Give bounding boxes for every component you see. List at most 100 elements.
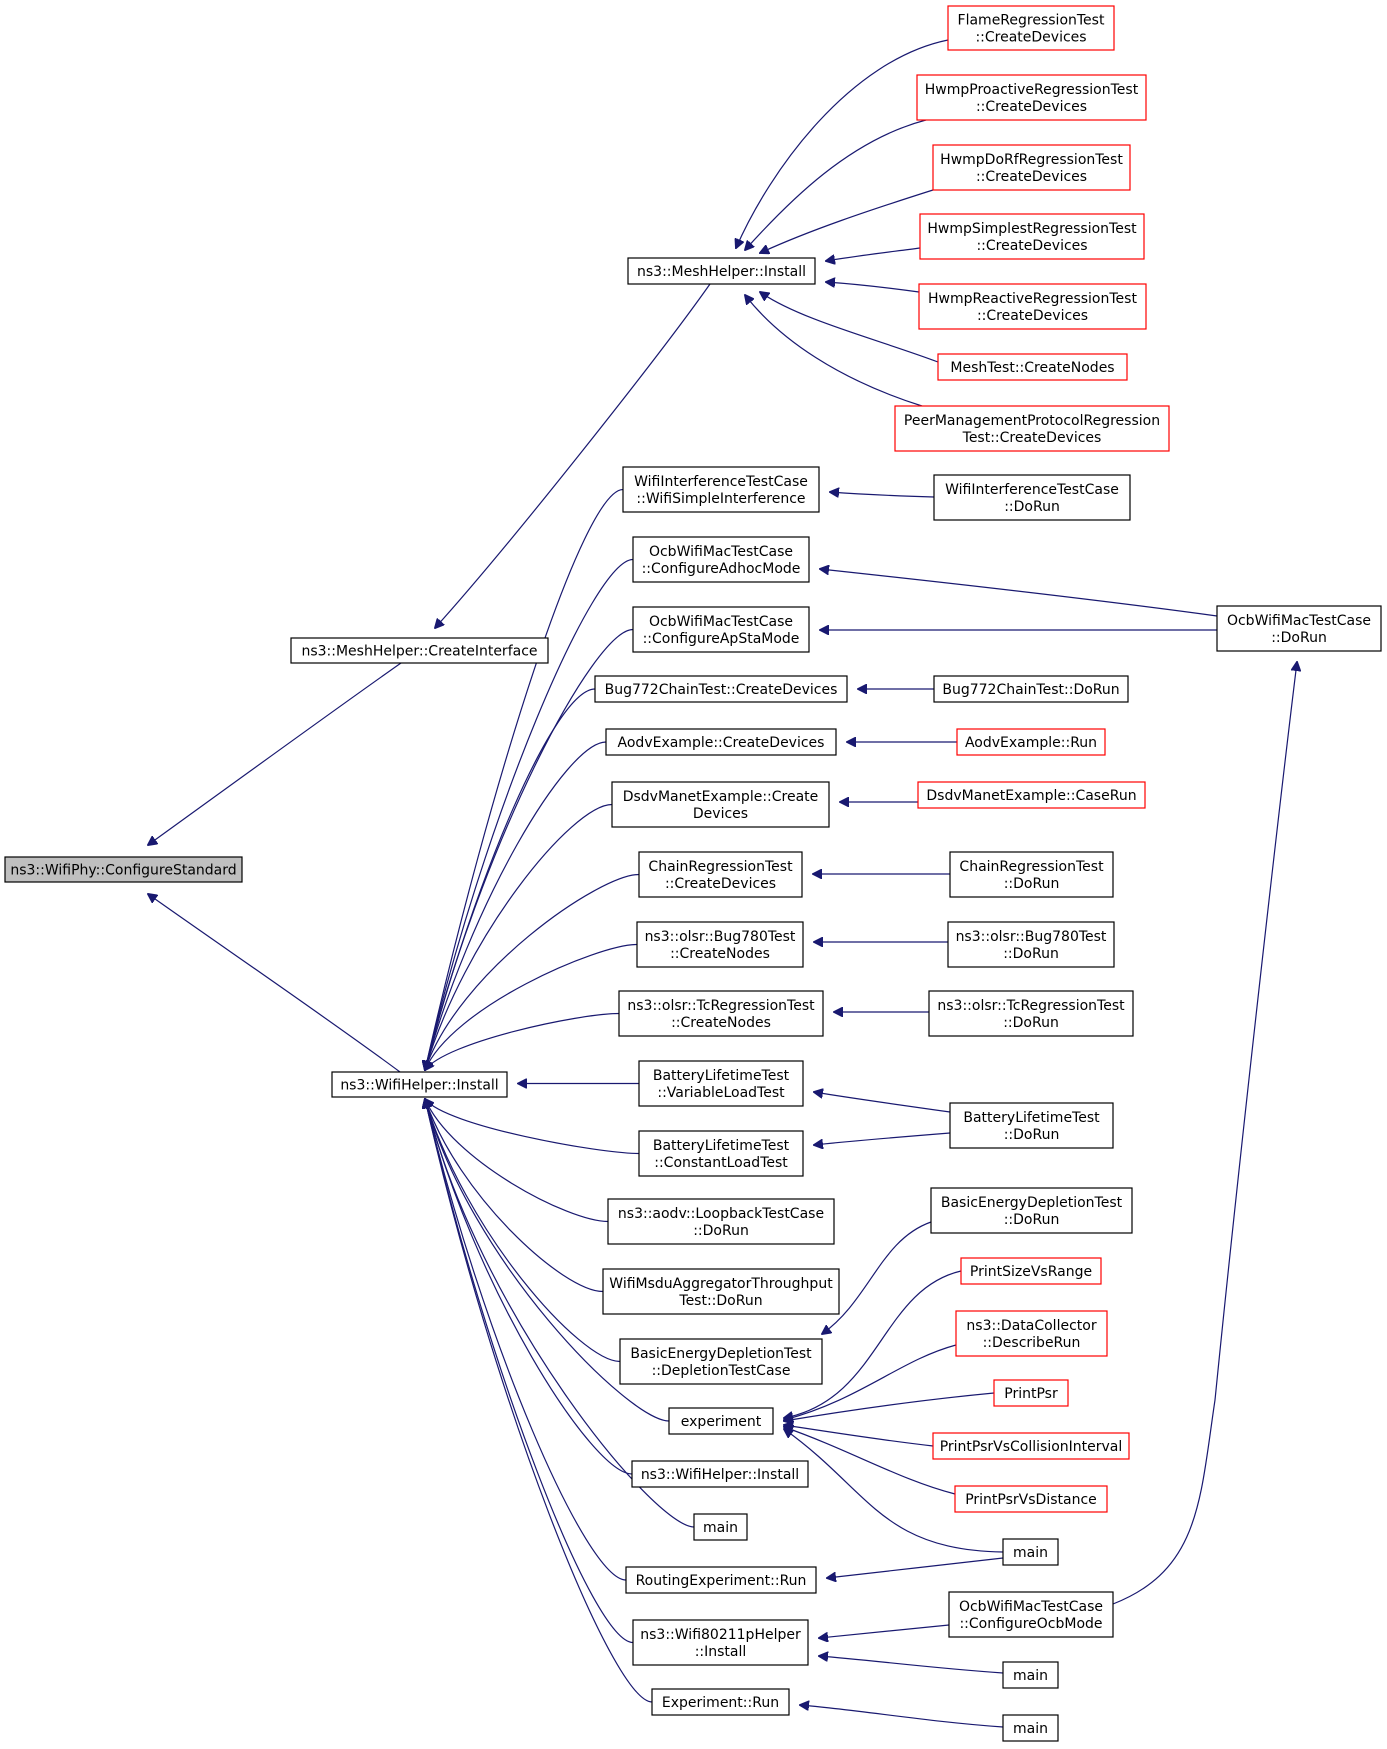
edge-chain_cd-to-wh_inst <box>425 873 640 1071</box>
node-label: ::DoRun <box>1004 876 1060 892</box>
node-dc_dr[interactable]: ns3::DataCollector::DescribeRun <box>955 1310 1108 1357</box>
edge-main_r3-to-exp_run <box>800 1705 1004 1728</box>
node-label: ::DescribeRun <box>983 1335 1081 1351</box>
node-ppsr_d[interactable]: PrintPsrVsDistance <box>954 1485 1108 1513</box>
node-hwmp_pro[interactable]: HwmpProactiveRegressionTest::CreateDevic… <box>916 74 1147 121</box>
node-bedt_dtc[interactable]: BasicEnergyDepletionTest::DepletionTestC… <box>619 1338 823 1385</box>
node-dsdv_caserun[interactable]: DsdvManetExample::CaseRun <box>917 781 1146 809</box>
node-box <box>625 1566 817 1594</box>
node-ocb_adhoc[interactable]: OcbWifiMacTestCase::ConfigureAdhocMode <box>632 536 810 583</box>
edge-routing_run-to-wh_inst <box>425 1099 627 1581</box>
node-main_r2[interactable]: main <box>1002 1661 1059 1689</box>
node-label: ChainRegressionTest <box>648 859 793 875</box>
node-label: MeshTest::CreateNodes <box>950 360 1114 376</box>
node-label: PrintPsrVsCollisionInterval <box>940 1439 1123 1455</box>
node-box <box>668 1407 774 1435</box>
node-label: main <box>1013 1668 1048 1684</box>
node-box <box>916 74 1147 121</box>
node-ppsr[interactable]: PrintPsr <box>993 1379 1069 1407</box>
node-label: ::WifiSimpleInterference <box>636 491 805 507</box>
node-label: OcbWifiMacTestCase <box>649 614 793 630</box>
edge-aodv_loop-to-wh_inst <box>425 1099 609 1223</box>
node-label: ::DoRun <box>1271 630 1327 646</box>
node-hwmp_dorf[interactable]: HwmpDoRfRegressionTest::CreateDevices <box>932 144 1131 191</box>
node-bedt_dorun[interactable]: BasicEnergyDepletionTest::DoRun <box>930 1187 1133 1234</box>
node-label: ChainRegressionTest <box>959 859 1104 875</box>
node-label: ::DoRun <box>693 1223 749 1239</box>
node-hwmp_simp[interactable]: HwmpSimplestRegressionTest::CreateDevice… <box>919 213 1145 260</box>
node-mh_inst[interactable]: ns3::MeshHelper::Install <box>627 257 816 285</box>
edge-hwmp_simp-to-mh_inst <box>826 247 921 261</box>
node-batt_var[interactable]: BatteryLifetimeTest::VariableLoadTest <box>638 1060 804 1107</box>
node-bug772_cd[interactable]: Bug772ChainTest::CreateDevices <box>594 675 848 703</box>
node-label: main <box>1013 1721 1048 1737</box>
node-label: Bug772ChainTest::DoRun <box>942 682 1119 698</box>
node-box <box>949 1102 1114 1149</box>
node-exp_run[interactable]: Experiment::Run <box>651 1688 790 1716</box>
node-bug780_cn[interactable]: ns3::olsr::Bug780Test::CreateNodes <box>636 921 804 968</box>
node-label: Test::CreateDevices <box>962 430 1102 446</box>
node-label: ::CreateNodes <box>671 1015 771 1031</box>
node-main_r1[interactable]: main <box>1002 1538 1059 1566</box>
node-w80211p[interactable]: ns3::Wifi80211pHelper::Install <box>632 1619 809 1666</box>
node-box <box>947 5 1115 51</box>
node-experiment[interactable]: experiment <box>668 1407 774 1435</box>
node-box <box>622 466 820 513</box>
node-wh_inst[interactable]: ns3::WifiHelper::Install <box>331 1071 508 1098</box>
edge-flame-to-mh_inst <box>736 39 949 248</box>
node-aodv_run[interactable]: AodvExample::Run <box>956 728 1106 756</box>
edge-psvr-to-experiment <box>784 1270 962 1418</box>
node-ocb_dorun[interactable]: OcbWifiMacTestCase::DoRun <box>1216 605 1382 652</box>
node-box <box>594 675 848 703</box>
node-mesh_cn[interactable]: MeshTest::CreateNodes <box>937 353 1128 381</box>
node-batt_dorun[interactable]: BatteryLifetimeTest::DoRun <box>949 1102 1114 1149</box>
node-box <box>954 1485 1108 1513</box>
node-label: PeerManagementProtocolRegression <box>904 413 1160 429</box>
node-peer_mgmt[interactable]: PeerManagementProtocolRegressionTest::Cr… <box>894 405 1170 452</box>
edge-main_r1-to-experiment <box>784 1429 1004 1553</box>
node-wifi_int_dorun[interactable]: WifiInterferenceTestCase::DoRun <box>933 474 1131 521</box>
node-chain_cd[interactable]: ChainRegressionTest::CreateDevices <box>638 851 803 898</box>
node-box <box>607 1198 835 1245</box>
node-root[interactable]: ns3::WifiPhy::ConfigureStandard <box>4 856 243 883</box>
node-ppsr_ci[interactable]: PrintPsrVsCollisionInterval <box>932 1432 1130 1460</box>
node-batt_const[interactable]: BatteryLifetimeTest::ConstantLoadTest <box>638 1130 804 1177</box>
node-bug780_dorun[interactable]: ns3::olsr::Bug780Test::DoRun <box>947 921 1115 968</box>
edge-tc_cn-to-wh_inst <box>425 1012 620 1071</box>
node-dsdv_cd[interactable]: DsdvManetExample::CreateDevices <box>611 781 830 828</box>
edge-ocb_adhoc-to-wh_inst <box>425 558 634 1071</box>
node-mh_ci[interactable]: ns3::MeshHelper::CreateInterface <box>290 637 549 664</box>
node-label: OcbWifiMacTestCase <box>959 1599 1103 1615</box>
node-aodv_cd[interactable]: AodvExample::CreateDevices <box>605 728 837 756</box>
node-routing_run[interactable]: RoutingExperiment::Run <box>625 1566 817 1594</box>
node-chain_dorun[interactable]: ChainRegressionTest::DoRun <box>949 851 1114 898</box>
node-box <box>1002 1714 1059 1742</box>
node-psvr[interactable]: PrintSizeVsRange <box>960 1257 1102 1285</box>
node-bug772_dorun[interactable]: Bug772ChainTest::DoRun <box>933 675 1129 703</box>
node-main_mid[interactable]: main <box>693 1513 748 1541</box>
node-hwmp_react[interactable]: HwmpReactiveRegressionTest::CreateDevice… <box>918 283 1147 330</box>
node-wifi_int_si[interactable]: WifiInterferenceTestCase::WifiSimpleInte… <box>622 466 820 513</box>
node-flame[interactable]: FlameRegressionTest::CreateDevices <box>947 5 1115 51</box>
edge-peer_mgmt-to-mh_inst <box>745 295 923 407</box>
edge-exp_run-to-wh_inst <box>425 1099 653 1703</box>
node-box <box>894 405 1170 452</box>
node-label: ns3::WifiHelper::Install <box>641 1467 799 1483</box>
node-tc_cn[interactable]: ns3::olsr::TcRegressionTest::CreateNodes <box>618 990 824 1037</box>
node-aodv_loop[interactable]: ns3::aodv::LoopbackTestCase::DoRun <box>607 1198 835 1245</box>
node-label: WifiMsduAggregatorThroughput <box>609 1276 833 1292</box>
node-wh_inst2[interactable]: ns3::WifiHelper::Install <box>631 1460 809 1488</box>
node-main_r3[interactable]: main <box>1002 1714 1059 1742</box>
edge-bug780_cn-to-wh_inst <box>425 943 638 1071</box>
node-label: ::Install <box>695 1644 747 1660</box>
node-ocb_com[interactable]: OcbWifiMacTestCase::ConfigureOcbMode <box>948 1591 1114 1638</box>
node-label: ::CreateNodes <box>670 946 770 962</box>
node-ocb_apsta[interactable]: OcbWifiMacTestCase::ConfigureApStaMode <box>632 606 810 653</box>
node-box <box>619 1338 823 1385</box>
node-box <box>632 606 810 653</box>
node-box <box>605 728 837 756</box>
edge-dc_dr-to-experiment <box>784 1344 957 1420</box>
node-box <box>949 851 1114 898</box>
node-tc_dorun[interactable]: ns3::olsr::TcRegressionTest::DoRun <box>928 990 1134 1037</box>
